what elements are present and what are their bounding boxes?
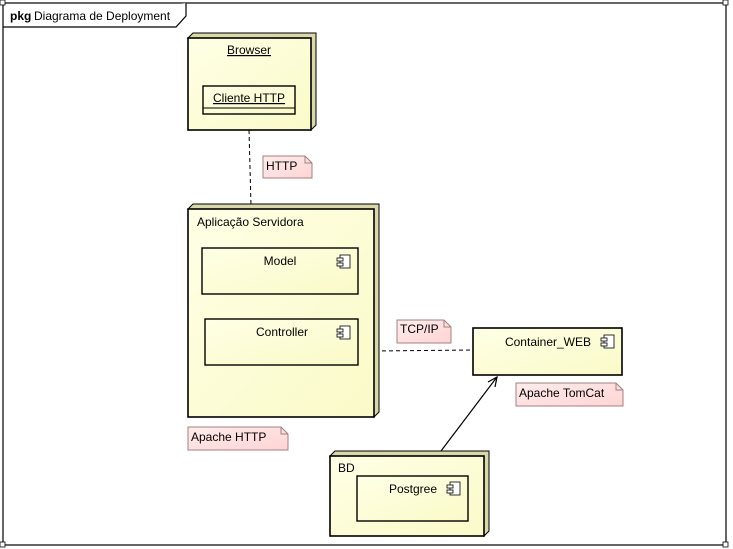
postgree-component[interactable]: Postgree [356, 475, 469, 522]
note-http: HTTP [262, 155, 313, 179]
postgree-label: Postgree [389, 482, 437, 496]
note-tomcat-text: Apache TomCat [519, 386, 605, 400]
component-icon [336, 325, 351, 340]
component-icon [600, 334, 615, 349]
db-node[interactable]: BD Postgree [328, 450, 490, 538]
connector-db-container [440, 375, 498, 452]
note-tomcat: Apache TomCat [515, 382, 624, 407]
note-http-text: HTTP [266, 159, 297, 173]
container-web-component[interactable]: Container_WEB [472, 327, 623, 376]
model-label: Model [264, 254, 297, 268]
controller-component[interactable]: Controller [204, 318, 359, 366]
note-apache-http: Apache HTTP [187, 426, 289, 451]
model-component[interactable]: Model [201, 247, 359, 295]
frame-title: Diagrama de Deployment [34, 9, 171, 23]
connector-http [248, 129, 252, 206]
frame-keyword: pkg [10, 9, 31, 23]
component-icon [336, 254, 351, 269]
component-icon [446, 481, 461, 496]
db-node-label: BD [338, 461, 355, 475]
container-web-label: Container_WEB [505, 335, 591, 349]
connector-tcpip [374, 349, 474, 352]
controller-label: Controller [256, 325, 308, 339]
server-node[interactable]: Aplicação Servidora Model Controller [186, 203, 380, 419]
note-tcpip: TCP/IP [396, 319, 452, 344]
cliente-http-label: Cliente HTTP [213, 91, 285, 105]
note-tcpip-text: TCP/IP [400, 322, 439, 336]
server-node-label: Aplicação Servidora [197, 215, 304, 229]
browser-node-label: Browser [227, 43, 271, 57]
browser-node[interactable]: Browser Cliente HTTP [186, 32, 317, 132]
cliente-http-component[interactable]: Cliente HTTP [202, 85, 296, 115]
note-apache-http-text: Apache HTTP [191, 430, 266, 444]
